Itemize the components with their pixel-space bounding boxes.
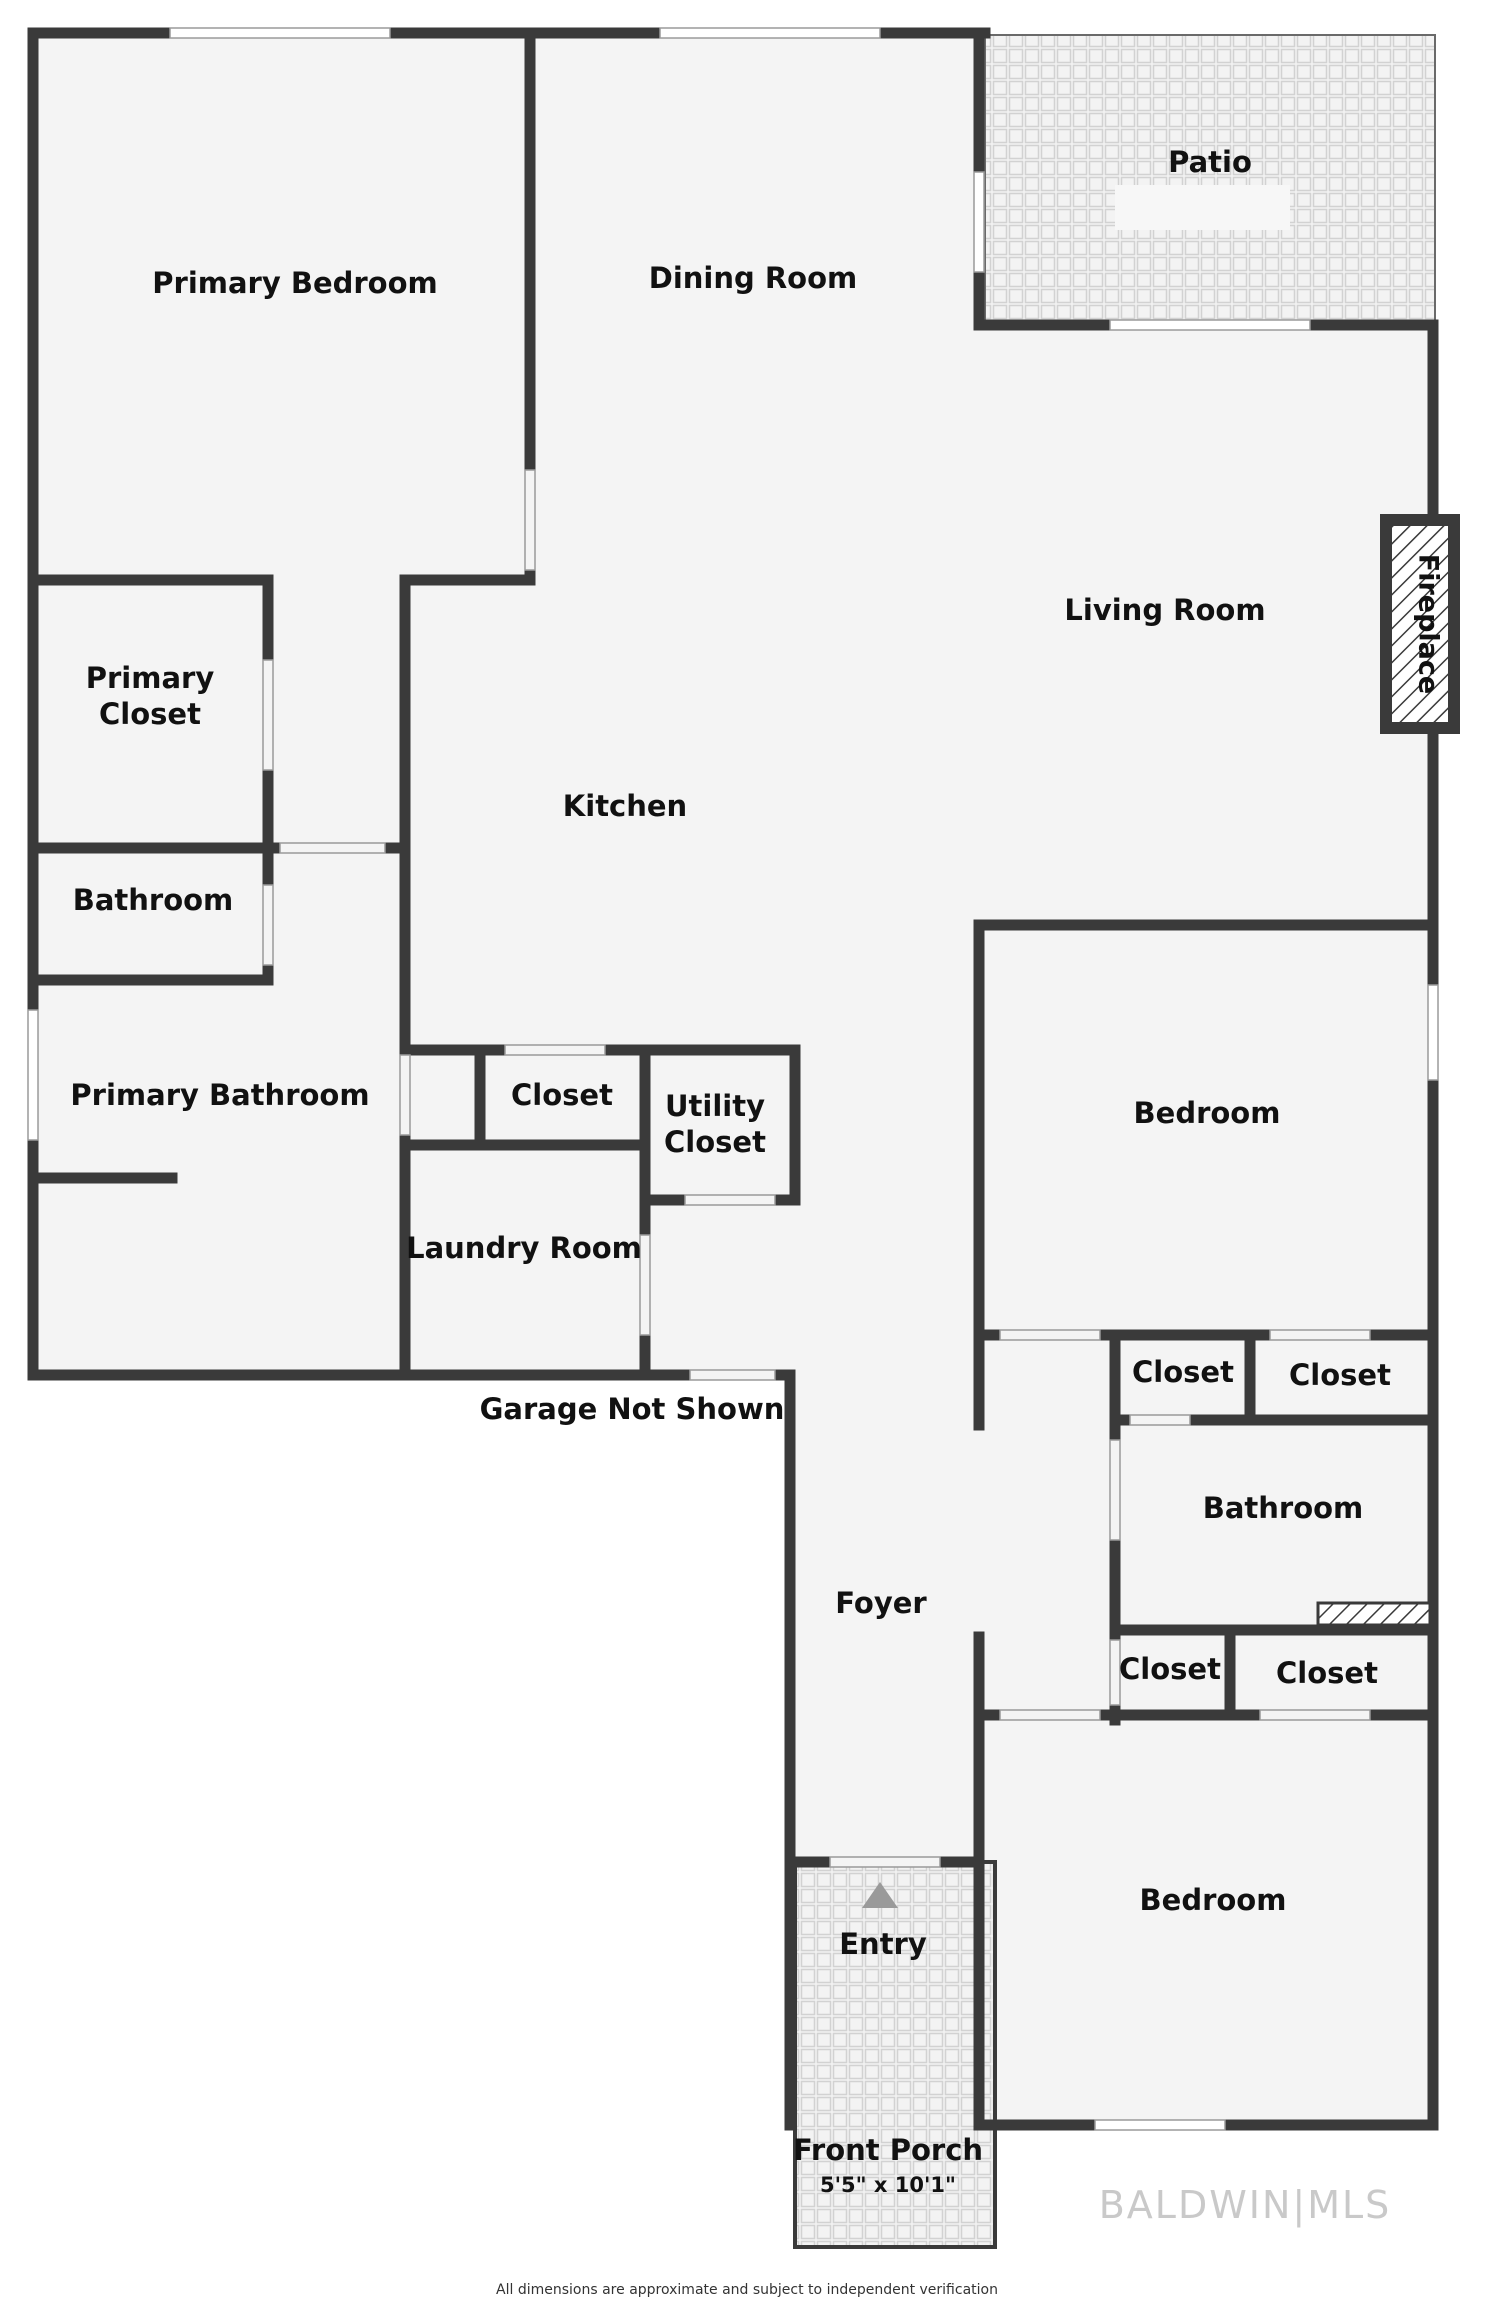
windows	[27, 27, 1439, 2131]
entry-arrow-icon	[862, 1882, 898, 1908]
label-living-room: Living Room	[1064, 592, 1266, 627]
label-primary-bedroom: Primary Bedroom	[152, 265, 438, 300]
label-front-porch-dimensions: 5'5" x 10'1"	[820, 2172, 956, 2197]
label-closet-upper-right: Closet	[1289, 1357, 1391, 1392]
label-closet-lower-right: Closet	[1276, 1655, 1378, 1690]
label-bedroom-upper: Bedroom	[1133, 1095, 1281, 1130]
label-garage-note: Garage Not Shown	[479, 1391, 785, 1426]
label-bedroom-lower: Bedroom	[1139, 1882, 1287, 1917]
label-closet-hall: Closet	[511, 1077, 613, 1112]
label-bathroom-primary-wing: Bathroom	[72, 882, 234, 917]
linen-shelf	[1316, 1601, 1432, 1627]
patio-grill-area	[1115, 185, 1290, 230]
label-entry: Entry	[839, 1926, 927, 1961]
label-utility-closet: Utility Closet	[664, 1088, 766, 1159]
door-openings	[262, 469, 1371, 1868]
label-fireplace: Fireplace	[1412, 553, 1444, 695]
label-front-porch: Front Porch	[792, 2132, 984, 2167]
patio-floor	[984, 34, 1436, 326]
label-closet-upper-left: Closet	[1132, 1354, 1234, 1389]
label-bathroom-right-wing: Bathroom	[1202, 1490, 1364, 1525]
label-patio: Patio	[1168, 144, 1252, 179]
label-foyer: Foyer	[835, 1585, 927, 1620]
label-primary-bathroom: Primary Bathroom	[70, 1077, 370, 1112]
fireplace-hearth	[1392, 526, 1448, 722]
footer-disclaimer: All dimensions are approximate and subje…	[496, 2282, 998, 2298]
label-primary-closet: Primary Closet	[85, 660, 215, 731]
label-dining-room: Dining Room	[648, 260, 858, 295]
label-closet-lower-left: Closet	[1119, 1651, 1221, 1686]
watermark-logo: BALDWIN|MLS	[1098, 2183, 1392, 2227]
label-laundry-room: Laundry Room	[406, 1230, 642, 1265]
label-kitchen: Kitchen	[562, 788, 688, 823]
front-porch-floor	[793, 1860, 997, 2249]
